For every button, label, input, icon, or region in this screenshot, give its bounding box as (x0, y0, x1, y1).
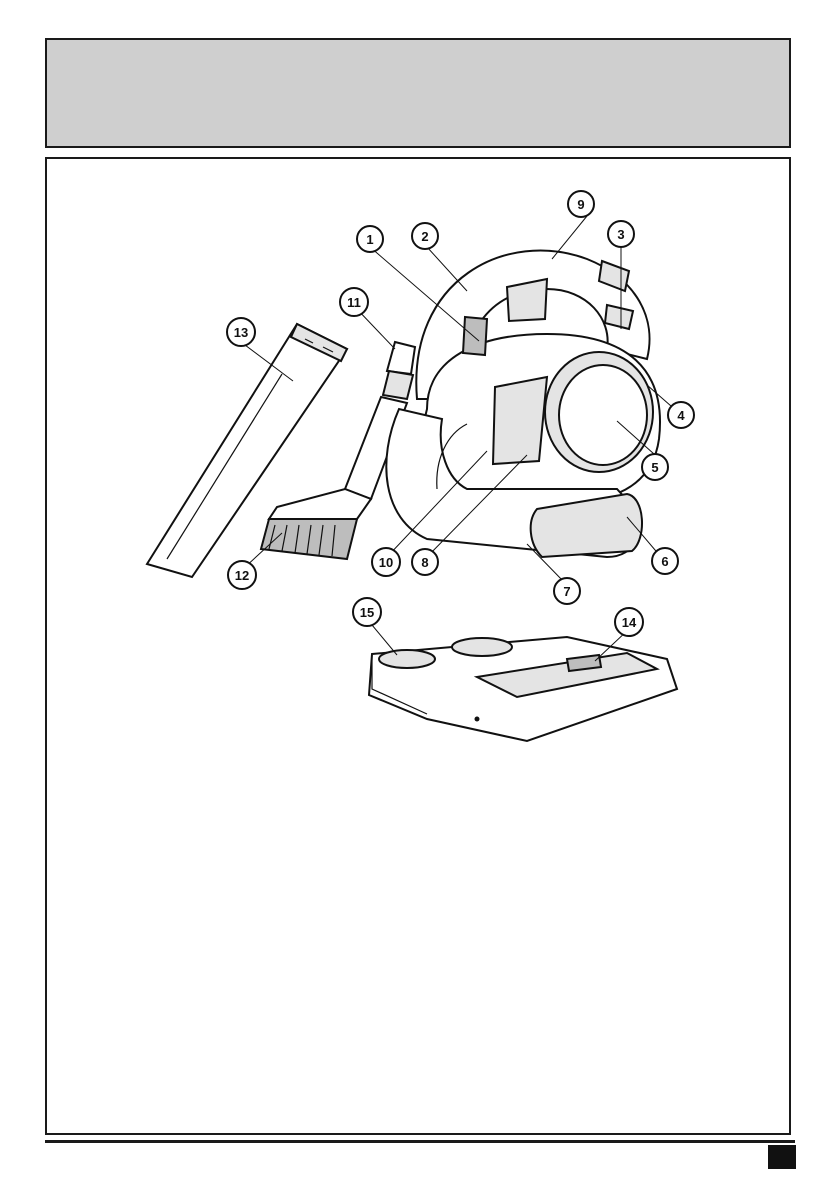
callout-7-label: 7 (563, 584, 570, 599)
callout-3-label: 3 (617, 227, 624, 242)
callout-13: 13 (227, 318, 255, 346)
product-figure-frame: 1 2 3 4 5 6 7 8 (45, 157, 791, 1135)
callout-5-label: 5 (651, 460, 658, 475)
callout-11-label: 11 (347, 295, 361, 310)
callout-13-label: 13 (234, 325, 248, 340)
callout-14-label: 14 (622, 615, 637, 630)
callout-10-label: 10 (379, 555, 393, 570)
callout-9-label: 9 (577, 197, 584, 212)
charging-base (369, 637, 677, 741)
callout-14: 14 (615, 608, 643, 636)
callout-3: 3 (608, 221, 634, 247)
callout-15-label: 15 (360, 605, 374, 620)
callout-7: 7 (554, 578, 580, 604)
callout-1: 1 (357, 226, 383, 252)
callout-2: 2 (412, 223, 438, 249)
callout-12-label: 12 (235, 568, 249, 583)
callout-10: 10 (372, 548, 400, 576)
callout-8-label: 8 (421, 555, 428, 570)
callout-11: 11 (340, 288, 368, 316)
footer-rule (45, 1140, 795, 1143)
callout-6-label: 6 (661, 554, 668, 569)
callout-8: 8 (412, 549, 438, 575)
callout-6: 6 (652, 548, 678, 574)
callout-4: 4 (668, 402, 694, 428)
product-diagram: 1 2 3 4 5 6 7 8 (47, 159, 793, 1137)
page-marker (768, 1145, 796, 1169)
callout-4-label: 4 (677, 408, 685, 423)
callout-15: 15 (353, 598, 381, 626)
callout-12: 12 (228, 561, 256, 589)
callout-2-label: 2 (421, 229, 428, 244)
callout-1-label: 1 (366, 232, 373, 247)
callout-5: 5 (642, 454, 668, 480)
header-banner (45, 38, 791, 148)
callout-9: 9 (568, 191, 594, 217)
